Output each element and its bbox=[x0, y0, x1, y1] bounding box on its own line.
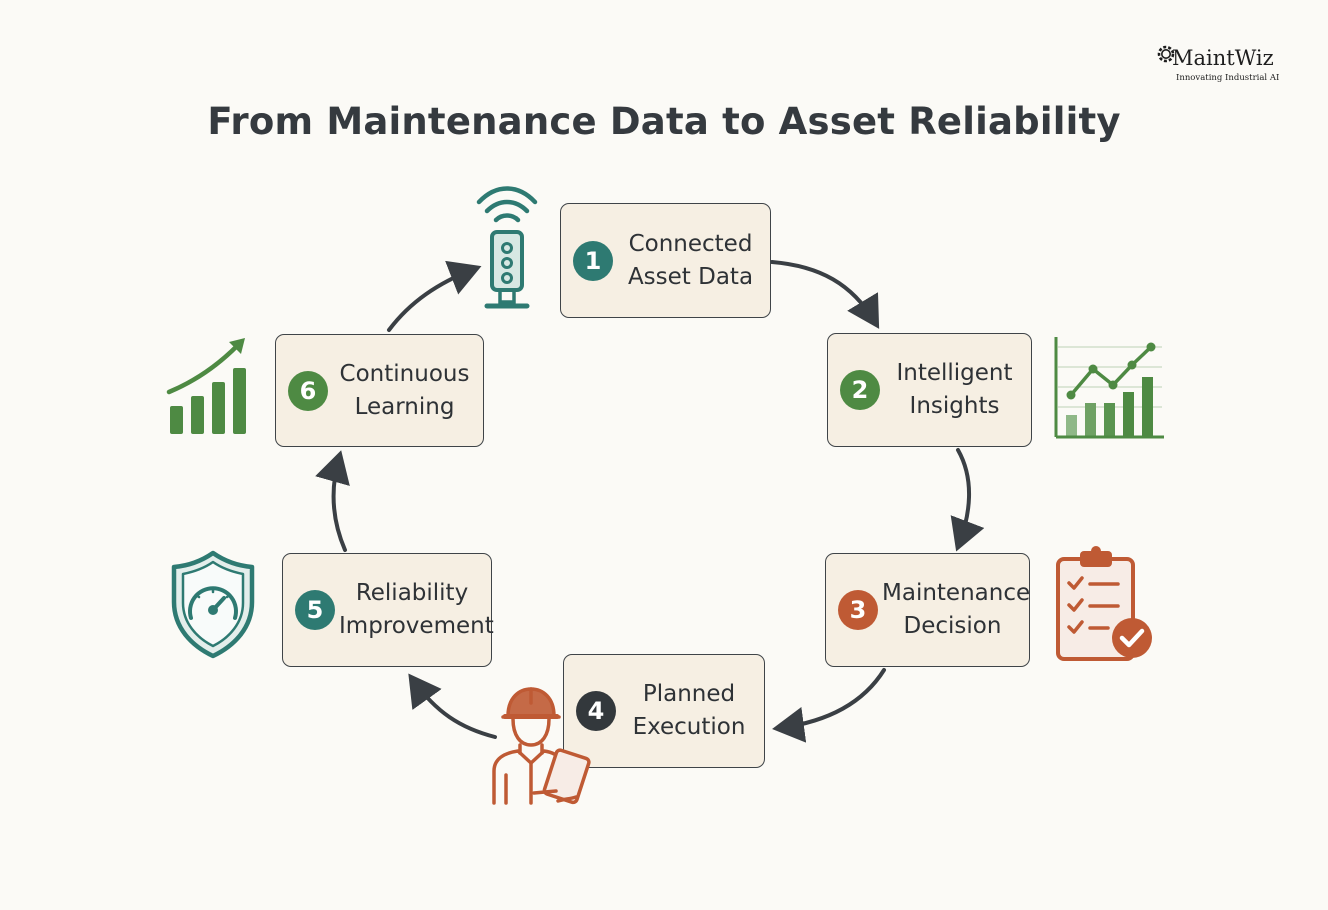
shield-gauge-icon bbox=[171, 550, 255, 659]
step-number-badge: 3 bbox=[838, 590, 878, 630]
step-label: Continuous Learning bbox=[332, 358, 477, 424]
logo-name: MaintWiz bbox=[1172, 46, 1274, 70]
gear-icon bbox=[1157, 45, 1175, 63]
step-label-line1: Continuous bbox=[339, 360, 470, 387]
wireless-sensor-icon bbox=[476, 186, 538, 309]
step-4-planned-execution: 4 Planned Execution bbox=[563, 654, 765, 768]
step-label-line1: Connected bbox=[628, 230, 753, 257]
step-label: Planned Execution bbox=[620, 678, 758, 744]
step-label: Maintenance Decision bbox=[882, 577, 1031, 643]
step-label-line2: Learning bbox=[354, 393, 455, 420]
step-5-reliability-improvement: 5 Reliability Improvement bbox=[282, 553, 494, 667]
step-label-line2: Execution bbox=[632, 714, 746, 740]
step-number-badge: 4 bbox=[576, 691, 616, 731]
step-label: Connected Asset Data bbox=[617, 228, 764, 294]
step-6-continuous-learning: 6 Continuous Learning bbox=[275, 334, 484, 447]
arrow-4-to-5 bbox=[408, 673, 497, 739]
logo-tagline: Innovating Industrial AI bbox=[1176, 73, 1280, 83]
step-3-maintenance-decision: 3 Maintenance Decision bbox=[825, 553, 1030, 667]
step-label-line2: Asset Data bbox=[627, 263, 754, 290]
arrow-5-to-6 bbox=[315, 450, 350, 552]
step-label-line1: Maintenance bbox=[882, 580, 1031, 606]
step-number-badge: 1 bbox=[573, 240, 613, 281]
arrow-3-to-4 bbox=[772, 668, 886, 743]
maintwiz-logo: MaintWiz Innovating Industrial AI bbox=[1154, 40, 1284, 88]
step-number-badge: 6 bbox=[288, 370, 328, 411]
step-number-badge: 5 bbox=[295, 590, 335, 630]
step-label-line2: Improvement bbox=[339, 613, 494, 639]
step-1-connected-asset-data: 1 Connected Asset Data bbox=[560, 203, 771, 318]
arrow-6-to-1 bbox=[387, 260, 482, 332]
growth-bar-chart-icon bbox=[166, 338, 246, 434]
step-label: Intelligent Insights bbox=[884, 357, 1025, 423]
step-label-line1: Intelligent bbox=[896, 360, 1013, 386]
step-number-badge: 2 bbox=[840, 370, 880, 410]
arrow-2-to-3 bbox=[950, 448, 985, 552]
step-label-line1: Planned bbox=[642, 681, 736, 707]
step-label-line2: Insights bbox=[909, 393, 1000, 419]
page-title: From Maintenance Data to Asset Reliabili… bbox=[207, 100, 1121, 143]
step-label: Reliability Improvement bbox=[339, 577, 494, 643]
step-label-line2: Decision bbox=[903, 613, 1002, 639]
arrow-1-to-2 bbox=[770, 260, 880, 329]
step-label-line1: Reliability bbox=[355, 580, 469, 606]
step-2-intelligent-insights: 2 Intelligent Insights bbox=[827, 333, 1032, 447]
line-and-bar-chart-icon bbox=[1054, 337, 1164, 439]
technician-with-tablet-icon bbox=[492, 687, 591, 805]
checklist-clipboard-icon bbox=[1056, 546, 1152, 661]
